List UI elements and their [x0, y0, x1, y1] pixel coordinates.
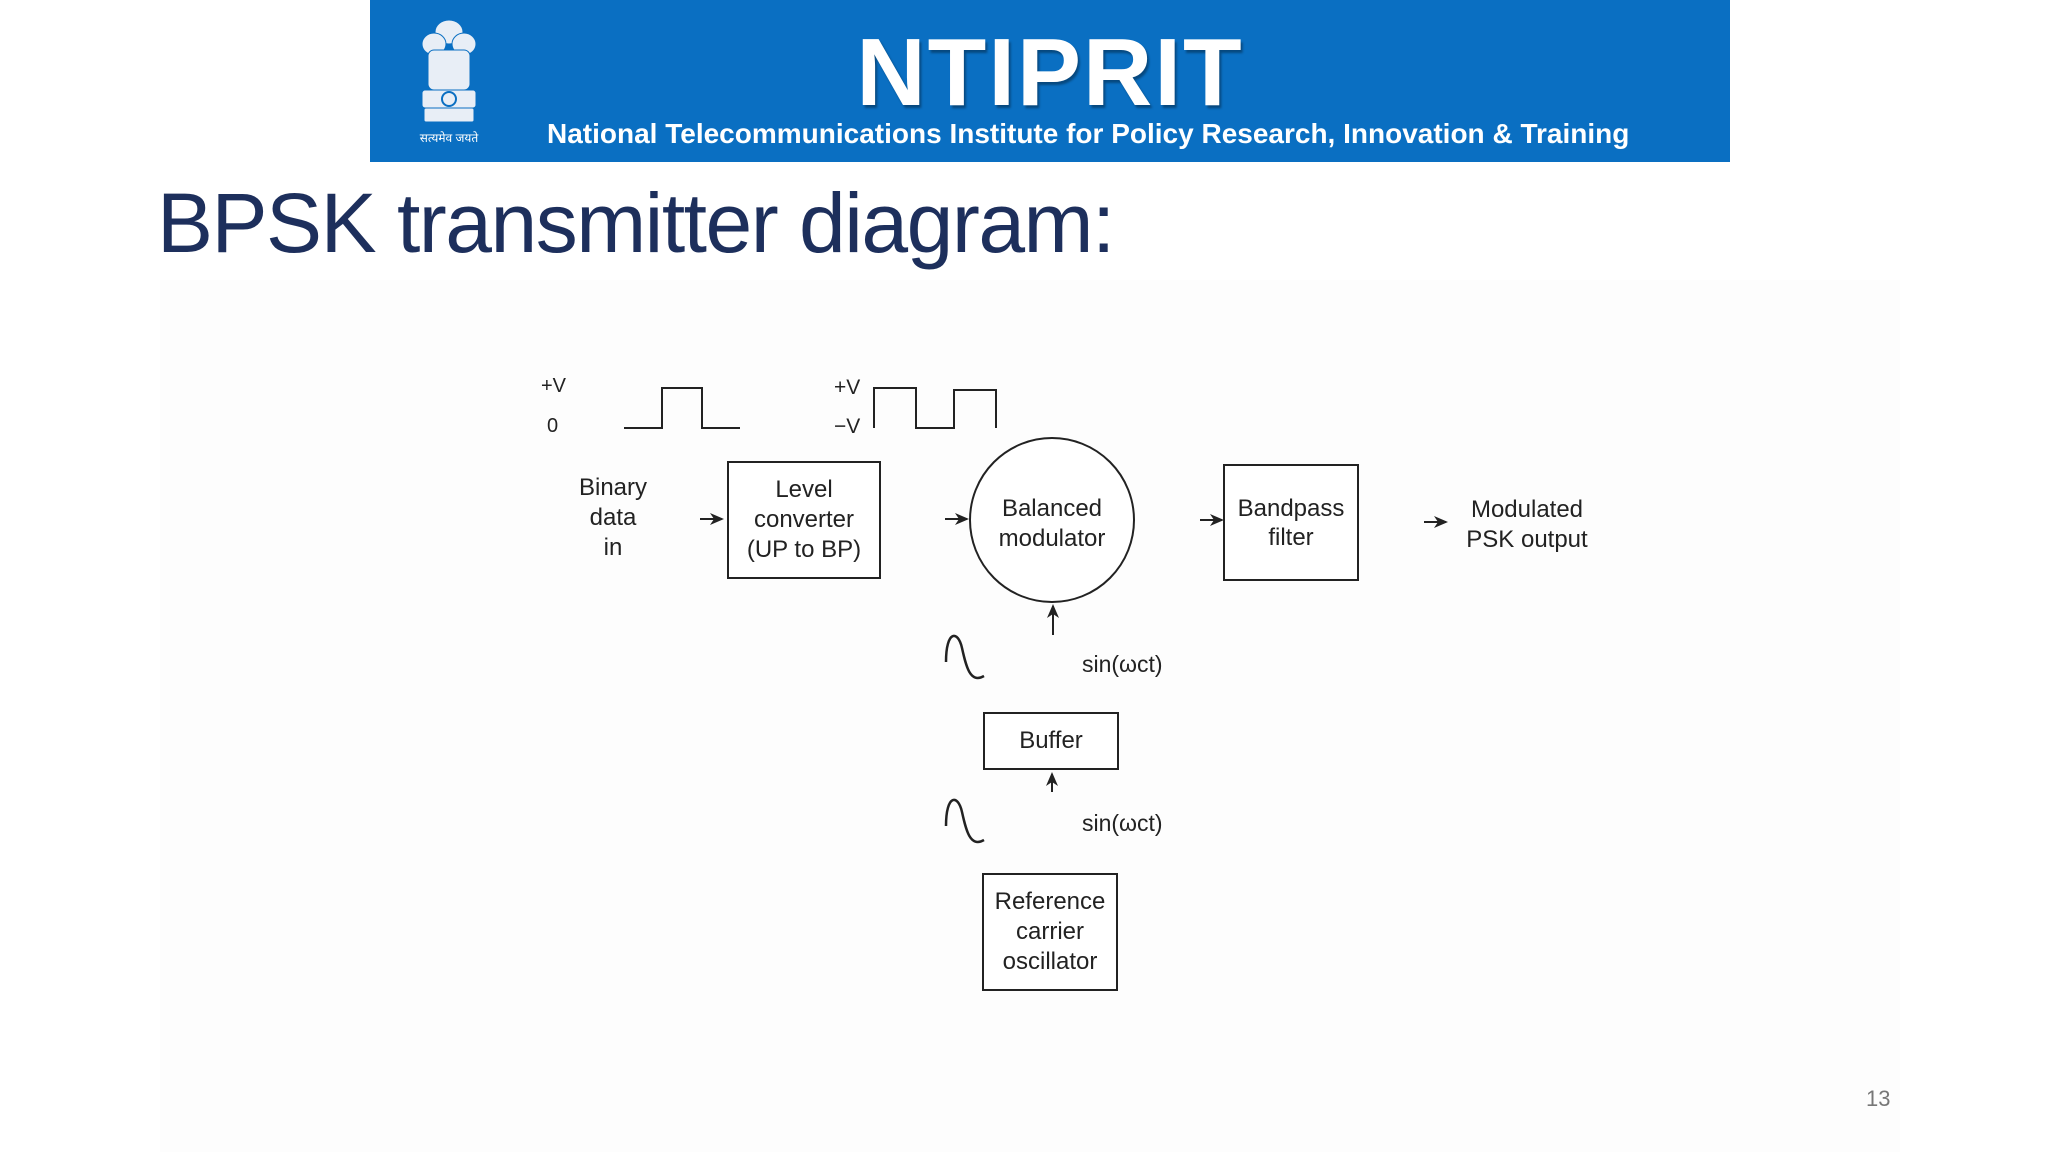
waveform-high-label: +V	[541, 375, 567, 397]
input-line-2: data	[590, 504, 637, 531]
unipolar-waveform: +V 0	[541, 375, 740, 437]
page-number: 13	[1866, 1086, 1891, 1111]
level-converter-line-1: Level	[775, 476, 832, 503]
header-banner: सत्यमेव जयते NTIPRIT National Telecommun…	[370, 0, 1730, 162]
unipolar-pulse	[624, 387, 740, 429]
carrier-label-upper: sin(ωct)	[1082, 651, 1163, 677]
output-line-1: Modulated	[1471, 496, 1583, 523]
modulator-line-2: modulator	[999, 525, 1106, 552]
buffer-label: Buffer	[1019, 727, 1083, 754]
bipolar-waveform: +V −V	[834, 376, 997, 438]
bandpass-filter-block: Bandpass filter	[1223, 464, 1359, 581]
bipolar-low-label: −V	[834, 415, 860, 438]
oscillator-line-2: carrier	[1016, 918, 1084, 945]
oscillator-line-1: Reference	[995, 888, 1106, 915]
psk-output: Modulated PSK output	[1466, 496, 1588, 553]
banner-subtitle: National Telecommunications Institute fo…	[547, 118, 1630, 149]
modulator-line-1: Balanced	[1002, 495, 1102, 522]
banner-title: NTIPRIT	[856, 19, 1244, 126]
oscillator-line-3: oscillator	[1003, 948, 1098, 975]
filter-line-2: filter	[1268, 524, 1313, 551]
input-line-3: in	[604, 534, 623, 561]
balanced-modulator-block: Balanced modulator	[969, 437, 1135, 603]
level-converter-line-3: (UP to BP)	[747, 536, 861, 563]
filter-line-1: Bandpass	[1238, 495, 1345, 522]
bipolar-high-label: +V	[834, 376, 860, 399]
input-line-1: Binary	[579, 474, 647, 501]
sine-wave-icon	[944, 634, 985, 680]
national-emblem-icon: सत्यमेव जयते	[420, 19, 480, 145]
bipolar-pulse	[873, 387, 997, 429]
sine-wave-icon	[944, 798, 985, 844]
level-converter-line-2: converter	[754, 506, 854, 533]
waveform-low-label: 0	[547, 415, 558, 437]
reference-oscillator-block: Reference carrier oscillator	[982, 873, 1118, 991]
carrier-label-lower: sin(ωct)	[1082, 810, 1163, 836]
buffer-block: Buffer	[983, 712, 1119, 770]
slide-title: BPSK transmitter diagram:	[157, 176, 1115, 270]
emblem-motto: सत्यमेव जयते	[420, 131, 480, 145]
binary-data-input: Binary data in	[579, 474, 647, 561]
level-converter-block: Level converter (UP to BP)	[727, 461, 881, 579]
output-line-2: PSK output	[1466, 526, 1588, 553]
